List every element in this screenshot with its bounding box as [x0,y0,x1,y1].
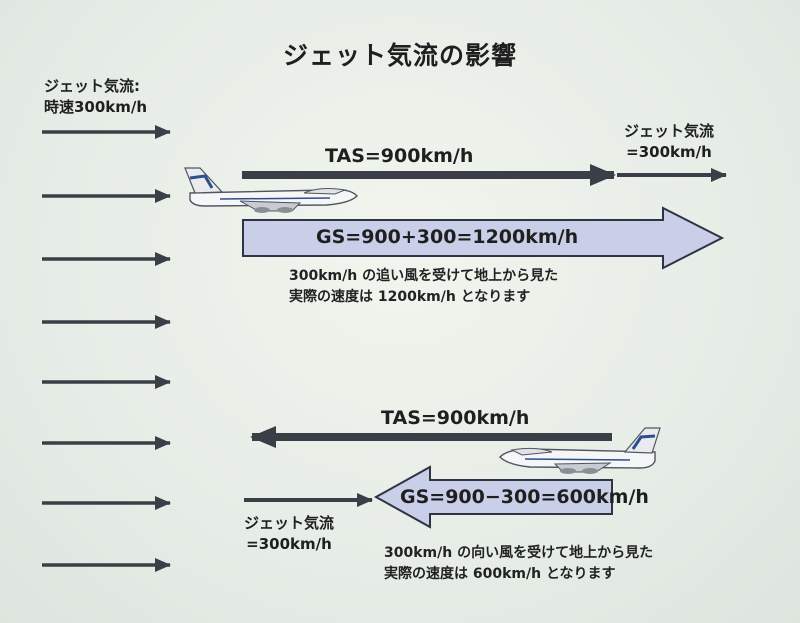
lower-note: 300km/h の向い風を受けて地上から見た 実際の速度は 600km/h とな… [384,543,653,585]
lower-jetstream-label: ジェット気流 =300km/h [244,513,334,555]
upper-gs-arrow [242,206,725,270]
lower-jetstream-label-line2: =300km/h [246,535,332,553]
page-title: ジェット気流の影響 [282,41,517,70]
jetstream-label-line2: 時速300km/h [44,98,148,116]
jetstream-arrows [42,125,171,572]
lower-note-line2: 実際の速度は 600km/h となります [384,566,616,582]
lower-note-line1: 300km/h の向い風を受けて地上から見た [384,545,654,561]
lower-jetstream-label-line1: ジェット気流 [244,514,335,532]
upper-tas-label: TAS=900km/h [325,145,474,167]
upper-note: 300km/h の追い風を受けて地上から見た 実際の速度は 1200km/h と… [289,266,558,308]
jetstream-label-line1: ジェット気流: [44,77,140,95]
lower-gs-arrow [373,465,613,529]
upper-note-line2: 実際の速度は 1200km/h となります [289,289,531,305]
lower-gs-label: GS=900−300=600km/h [400,486,649,508]
upper-gs-label: GS=900+300=1200km/h [316,226,579,248]
upper-jetstream-label-line1: ジェット気流 [624,122,715,140]
lower-tas-label: TAS=900km/h [381,407,530,429]
upper-note-line1: 300km/h の追い風を受けて地上から見た [289,268,559,284]
upper-jetstream-label-line2: =300km/h [626,143,712,161]
jetstream-label: ジェット気流: 時速300km/h [44,76,147,118]
upper-jetstream-label: ジェット気流 =300km/h [624,121,714,163]
airplane-icon-left [499,427,661,474]
airplane-icon-right [184,167,358,213]
